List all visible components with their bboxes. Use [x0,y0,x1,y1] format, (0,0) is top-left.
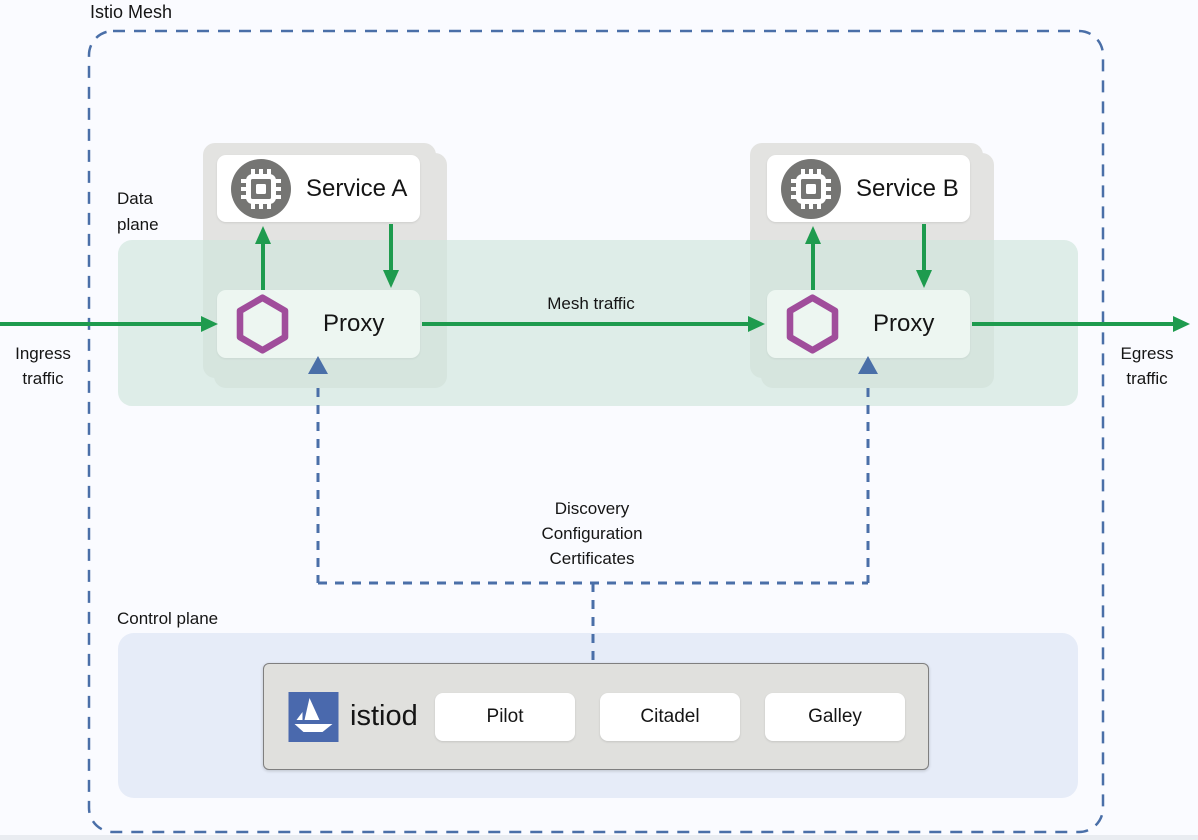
ingress-traffic-label: Ingress traffic [0,341,88,391]
control-link-label-line2: Configuration [541,524,643,543]
service-b-box: Service B [767,155,970,222]
control-link-label-line3: Certificates [549,549,635,568]
egress-label-line1: Egress [1120,344,1174,363]
proxy-a-label: Proxy [323,310,385,337]
istiod-label: istiod [350,700,418,732]
control-link-label: Discovery Configuration Certificates [492,496,692,571]
galley-component: Galley [765,693,905,741]
hexagon-icon [236,294,289,354]
proxy-b-label: Proxy [873,310,935,337]
ingress-label-line1: Ingress [15,344,71,363]
pilot-component: Pilot [435,693,575,741]
proxy-b-box: Proxy [767,290,970,358]
service-b-label: Service B [856,174,959,202]
mesh-title: Istio Mesh [90,2,173,22]
proxy-a-box: Proxy [217,290,420,358]
microchip-icon [231,158,291,219]
istiod-box: istiod Pilot Citadel Galley [263,663,929,770]
data-plane-label-line2: plane [117,215,159,234]
data-plane-label-line1: Data [117,189,153,208]
bottom-edge-strip [0,835,1198,840]
hexagon-icon [786,294,839,354]
istio-logo [288,692,339,742]
control-plane-label: Control plane [117,609,219,628]
service-a-label: Service A [306,174,408,202]
control-link-label-line1: Discovery [554,499,630,518]
egress-label-line2: traffic [1126,369,1168,388]
egress-traffic-label: Egress traffic [1102,341,1192,391]
ingress-label-line2: traffic [22,369,64,388]
service-a-box: Service A [217,155,420,222]
microchip-icon [781,158,841,219]
citadel-component: Citadel [600,693,740,741]
mesh-traffic-label: Mesh traffic [547,294,635,313]
data-plane-label: Data plane [117,186,159,238]
